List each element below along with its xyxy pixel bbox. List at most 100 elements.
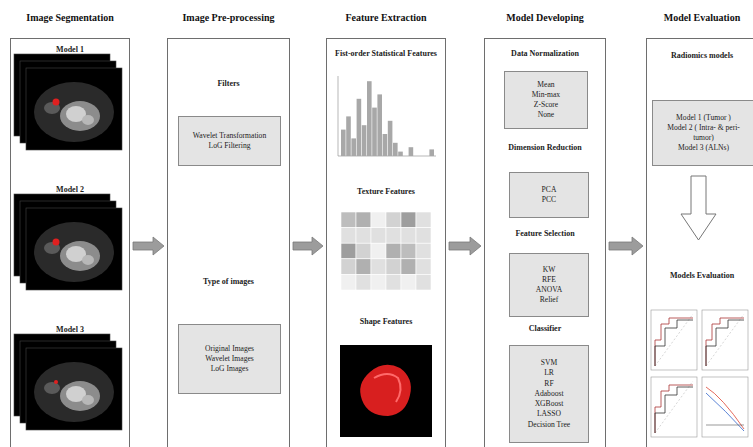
list-item: KW	[543, 265, 556, 275]
section-label: Type of images	[168, 277, 289, 286]
text-slot: Filters	[168, 79, 289, 88]
stage-panel: Image Pre-processingFiltersType of image…	[167, 38, 290, 447]
bar	[372, 108, 377, 156]
process-box: KWRFEANOVARelief	[509, 253, 589, 317]
down-arrow	[681, 176, 716, 240]
text-slot: Data Normalization	[485, 49, 605, 58]
section-label: Texture Features	[327, 187, 445, 196]
bar	[351, 138, 356, 156]
section-label: Dimension Reduction	[485, 143, 605, 152]
text-slot: Model Developing	[455, 12, 635, 23]
process-box: PCAPCC	[509, 172, 589, 218]
process-box: SVMLRRFAdaboostXGBoostLASSODecision Tree	[509, 345, 589, 443]
list-item: Model 2 ( Intra- & peri- tumor)	[656, 123, 751, 144]
list-item: Model 1 (Tumor )	[676, 113, 731, 123]
list-item: Original Images	[205, 344, 254, 354]
section-label: Models Evaluation	[647, 271, 753, 280]
arrow-shape	[609, 237, 643, 255]
text-slot: Shape Features	[327, 317, 445, 326]
text-slot: Type of images	[168, 277, 289, 286]
list-item: None	[538, 110, 554, 120]
text-slot: Model 2	[11, 185, 129, 194]
list-item: LoG Images	[211, 364, 249, 374]
text-slot: Radiomics models	[647, 51, 753, 60]
list-item: LASSO	[537, 409, 561, 419]
text-slot: Texture Features	[327, 187, 445, 196]
section-label: Fist-order Statistical Features	[327, 49, 445, 58]
organ	[44, 382, 60, 394]
list-item: Decision Tree	[528, 420, 570, 430]
text-slot: Feature Extraction	[297, 12, 475, 23]
bar	[409, 147, 414, 156]
list-item: XGBoost	[535, 399, 564, 409]
bar	[398, 152, 403, 156]
section-label: Model 2	[11, 185, 129, 194]
stage-panel: Model DevelopingData NormalizationDimens…	[484, 38, 606, 447]
bar	[377, 94, 382, 156]
process-box: MeanMin-maxZ-ScoreNone	[504, 71, 588, 129]
organ	[60, 241, 100, 271]
list-item: PCC	[542, 195, 556, 205]
list-item: Relief	[540, 295, 559, 305]
list-item: LoG Filtering	[209, 141, 251, 151]
arrow-shape	[133, 237, 164, 255]
bar	[341, 130, 346, 156]
flow-arrow	[293, 237, 323, 255]
section-label: Data Normalization	[485, 49, 605, 58]
list-item: ANOVA	[536, 285, 562, 295]
mri-slice	[26, 208, 122, 290]
process-box: Model 1 (Tumor )Model 2 ( Intra- & peri-…	[652, 100, 753, 166]
text-slot: Classifier	[485, 324, 605, 333]
roi	[53, 239, 60, 246]
stage-heading: Model Evaluation	[617, 12, 753, 23]
stage-heading: Image Pre-processing	[138, 12, 319, 23]
text-slot: Image Pre-processing	[138, 12, 319, 23]
body	[34, 82, 114, 142]
text-slot: Image Segmentation	[0, 12, 159, 23]
roi	[54, 380, 58, 384]
bar	[383, 134, 388, 156]
section-label: Shape Features	[327, 317, 445, 326]
list-item: LR	[544, 368, 554, 378]
mri-stacks	[14, 54, 122, 430]
arrow-shape	[449, 237, 481, 255]
stage-panel: Feature ExtractionFist-order Statistical…	[326, 38, 446, 447]
texture-grid	[341, 212, 431, 290]
list-item: SVM	[541, 358, 557, 368]
list-item: Mean	[537, 80, 554, 90]
process-box: Wavelet TransformationLoG Filtering	[178, 116, 281, 166]
section-label: Classifier	[485, 324, 605, 333]
text-slot: Model 1	[11, 45, 129, 54]
mri-slice	[26, 348, 122, 430]
flow-arrow	[133, 237, 164, 255]
evaluation-plots	[651, 310, 748, 437]
bar	[393, 143, 398, 156]
organ	[82, 255, 94, 265]
text-slot: Dimension Reduction	[485, 143, 605, 152]
bar	[346, 116, 351, 156]
stage-panel: Image SegmentationModel 1Model 2Model 3	[10, 38, 130, 447]
histogram	[338, 76, 436, 156]
organ	[82, 395, 94, 405]
list-item: Wavelet Transformation	[193, 131, 266, 141]
organ	[82, 115, 94, 125]
body	[34, 362, 114, 422]
flow-arrow	[449, 237, 481, 255]
stage-heading: Feature Extraction	[297, 12, 475, 23]
body	[34, 222, 114, 282]
list-item: PCA	[542, 185, 557, 195]
text-slot: Model 3	[11, 325, 129, 334]
organ	[60, 381, 100, 411]
list-item: Z-Score	[534, 100, 558, 110]
text-slot: Model Evaluation	[617, 12, 753, 23]
section-label: Model 1	[11, 45, 129, 54]
bar	[367, 81, 372, 156]
section-label: Model 3	[11, 325, 129, 334]
text-slot: Feature Selection	[485, 229, 605, 238]
stage-heading: Model Developing	[455, 12, 635, 23]
organ	[60, 101, 100, 131]
arrow-shape	[293, 237, 323, 255]
bar	[357, 99, 362, 156]
